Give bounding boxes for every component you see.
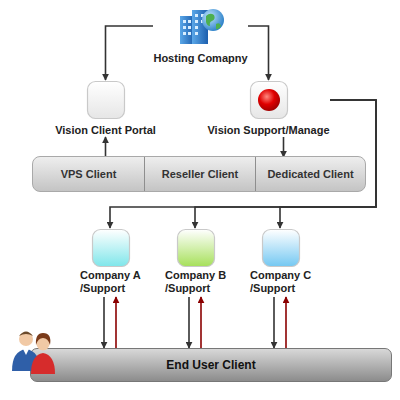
connector (103, 297, 105, 348)
node-label: Vision Client Portal (55, 124, 156, 137)
band-segment: VPS Client (33, 157, 144, 191)
connector (105, 137, 107, 157)
client-type-band: VPS Client Reseller Client Dedicated Clien… (32, 156, 366, 192)
node-icon (261, 228, 299, 266)
hosting-company: Hosting Comapny (153, 6, 248, 65)
node-label: Company B /Support (159, 269, 231, 295)
company-box: Company C /Support (244, 228, 316, 295)
connector (188, 297, 190, 348)
node-icon (176, 228, 214, 266)
company-box: Company B /Support (159, 228, 231, 295)
node-label: Company C /Support (244, 269, 316, 295)
node-icon (249, 80, 289, 120)
node-label: End User Client (166, 359, 255, 372)
connector (248, 26, 269, 80)
node-icon (176, 6, 226, 46)
connector (283, 137, 285, 157)
connector (285, 297, 287, 348)
node-label: Reseller Client (162, 168, 238, 181)
node-label: Vision Support/Manage (207, 124, 330, 137)
node-label: Hosting Comapny (153, 52, 248, 65)
node-label: Dedicated Client (267, 168, 353, 181)
node-label: VPS Client (61, 168, 117, 181)
end-user-band: End User Client (30, 348, 392, 382)
support-manage-box: Vision Support/Manage (207, 80, 330, 137)
people-icon (9, 327, 59, 377)
node-label: Company A /Support (74, 269, 146, 295)
band-segment: Dedicated Client (255, 157, 365, 191)
company-box: Company A /Support (74, 228, 146, 295)
connector (115, 297, 117, 348)
band-segment: Reseller Client (144, 157, 255, 191)
node-icon (91, 228, 129, 266)
client-portal-box: Vision Client Portal (55, 80, 156, 137)
connector (106, 26, 154, 80)
connector (273, 297, 275, 348)
node-icon (86, 80, 126, 120)
connector (200, 297, 202, 348)
